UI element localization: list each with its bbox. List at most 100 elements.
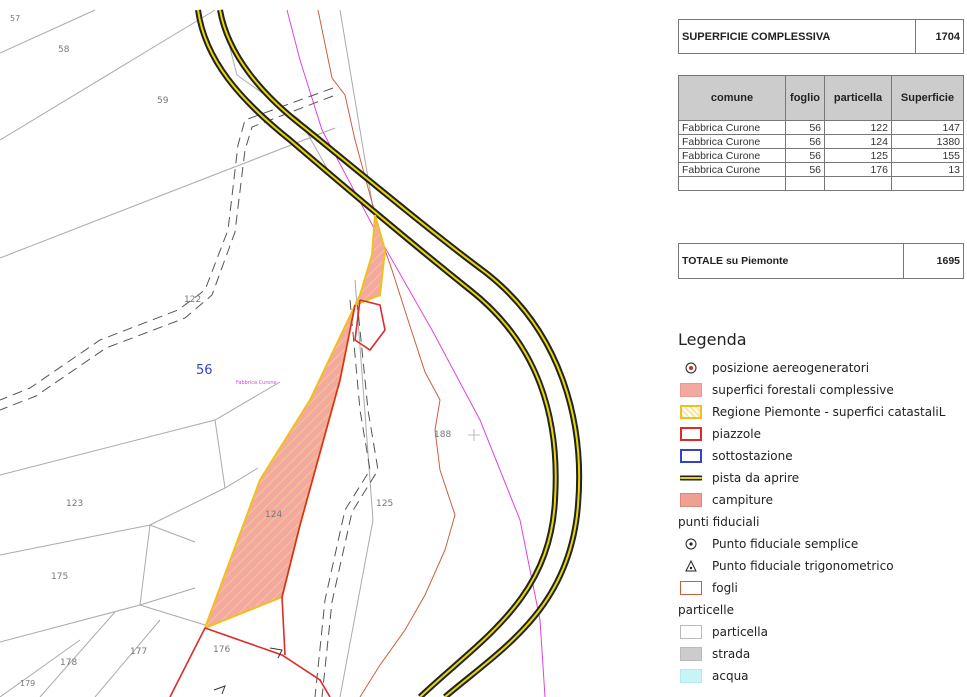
legend-label: fogli	[712, 581, 738, 595]
cell-foglio: 56	[785, 120, 825, 135]
comune-label: Fabbrica Curone	[236, 380, 277, 386]
parcel-label-123: 123	[66, 499, 83, 509]
cell-foglio: 56	[785, 148, 825, 163]
piazzole-boundary	[169, 299, 386, 697]
legend-item-trigonometrico: Punto fiduciale trigonometrico	[678, 555, 967, 577]
white-swatch	[680, 625, 702, 639]
road-pista-da-aprire	[195, 9, 583, 697]
summary-top-label: SUPERFICIE COMPLESSIVA	[678, 19, 916, 54]
summary-total-table: SUPERFICIE COMPLESSIVA 1704	[678, 19, 965, 54]
table-row: Fabbrica Curone 56 122 147	[678, 120, 964, 135]
cell-superficie: 13	[891, 162, 964, 177]
legend-label: superfici forestali complessive	[712, 383, 894, 397]
parcel-label-124: 124	[265, 510, 282, 520]
legend-label: particella	[712, 625, 768, 639]
legend-label: pista da aprire	[712, 471, 800, 485]
legend-label: campiture	[712, 493, 773, 507]
parcel-label-179: 179	[20, 679, 35, 688]
parcel-label-57: 57	[10, 14, 20, 23]
sheet-label: 56	[196, 363, 213, 378]
legend-item-aerogeneratori: posizione aereogeneratori	[678, 357, 967, 379]
legend-item-semplice: Punto fiduciale semplice	[678, 533, 967, 555]
parcel-label-59: 59	[157, 96, 169, 106]
cell-superficie: 155	[891, 148, 964, 163]
parcel-label-125: 125	[376, 499, 393, 509]
target-icon	[680, 361, 702, 375]
legend-label: strada	[712, 647, 751, 661]
yellow-hatch-swatch	[680, 405, 702, 419]
cell-foglio: 56	[785, 134, 825, 149]
legend-item-forestali: superfici forestali complessive	[678, 379, 967, 401]
header-superficie: Superficie	[891, 75, 964, 121]
cell-foglio: 56	[785, 162, 825, 177]
summary-bottom-label: TOTALE su Piemonte	[678, 243, 904, 279]
blue-outline-swatch	[680, 449, 702, 463]
legend-label: piazzole	[712, 427, 761, 441]
legend-label: Regione Piemonte - superfici catastaliL	[712, 405, 946, 419]
cell-superficie: 1380	[891, 134, 964, 149]
cell-particella: 176	[824, 162, 892, 177]
parcel-table: comune foglio particella Superficie Fabb…	[678, 75, 964, 191]
table-row: Fabbrica Curone 56 124 1380	[678, 134, 964, 149]
legend-label: Punto fiduciale semplice	[712, 537, 859, 551]
summary-top-value: 1704	[914, 19, 965, 54]
cell-superficie: 147	[891, 120, 964, 135]
parcel-boundaries	[0, 9, 376, 697]
triangle-icon	[680, 559, 702, 573]
cyan-swatch	[680, 669, 702, 683]
fogli-boundary	[317, 9, 456, 697]
red-outline-swatch	[680, 427, 702, 441]
salmon-fill-swatch	[680, 493, 702, 507]
legend-item-pista: pista da aprire	[678, 467, 967, 489]
legend-item-piazzole: piazzole	[678, 423, 967, 445]
road-line-icon	[680, 471, 702, 485]
magenta-boundary-line	[286, 9, 546, 697]
table-row: Fabbrica Curone 56 125 155	[678, 148, 964, 163]
survey-mark	[213, 685, 226, 695]
legend-title: Legenda	[678, 330, 747, 349]
cell-comune: Fabbrica Curone	[678, 162, 786, 177]
legend-section-particelle: particelle	[678, 603, 734, 617]
legend-item-strada: strada	[678, 643, 967, 665]
header-particella: particella	[824, 75, 892, 121]
brown-outline-swatch	[680, 581, 702, 595]
table-spacer-row	[678, 176, 964, 191]
cell-comune: Fabbrica Curone	[678, 134, 786, 149]
legend-section-punti: punti fiduciali	[678, 515, 760, 529]
parcel-label-175: 175	[51, 572, 68, 582]
legend-label: acqua	[712, 669, 749, 683]
summary-piemonte-table: TOTALE su Piemonte 1695	[678, 243, 965, 279]
piazzole-small-mark	[269, 647, 283, 659]
legend-item-acqua: acqua	[678, 665, 967, 687]
grey-swatch	[680, 647, 702, 661]
cell-particella: 124	[824, 134, 892, 149]
cell-particella: 122	[824, 120, 892, 135]
legend-item-campiture: campiture	[678, 489, 967, 511]
header-foglio: foglio	[785, 75, 825, 121]
parcel-label-176: 176	[213, 645, 230, 655]
dot-circle-icon	[680, 537, 702, 551]
parcel-label-177: 177	[130, 647, 147, 657]
cell-comune: Fabbrica Curone	[678, 148, 786, 163]
legend-label: sottostazione	[712, 449, 793, 463]
summary-bottom-value: 1695	[902, 243, 965, 279]
pink-fill-swatch	[680, 383, 702, 397]
cell-particella: 125	[824, 148, 892, 163]
table-row: Fabbrica Curone 56 176 13	[678, 162, 964, 177]
cell-comune: Fabbrica Curone	[678, 120, 786, 135]
legend-item-particella: particella	[678, 621, 967, 643]
legend-label: posizione aereogeneratori	[712, 361, 870, 375]
parcel-label-188: 188	[434, 430, 451, 440]
forest-area[interactable]	[203, 214, 387, 630]
legend-label: Punto fiduciale trigonometrico	[712, 559, 894, 573]
road-strada	[0, 87, 379, 697]
legend-item-fogli: fogli	[678, 577, 967, 599]
legend-item-sottostazione: sottostazione	[678, 445, 967, 467]
parcel-label-122: 122	[184, 295, 201, 305]
parcel-label-178: 178	[60, 658, 77, 668]
header-comune: comune	[678, 75, 786, 121]
parcel-label-58: 58	[58, 45, 70, 55]
legend-item-piemonte: Regione Piemonte - superfici catastaliL	[678, 401, 967, 423]
map-legend: Legenda posizione aereogeneratori superf…	[678, 330, 967, 687]
